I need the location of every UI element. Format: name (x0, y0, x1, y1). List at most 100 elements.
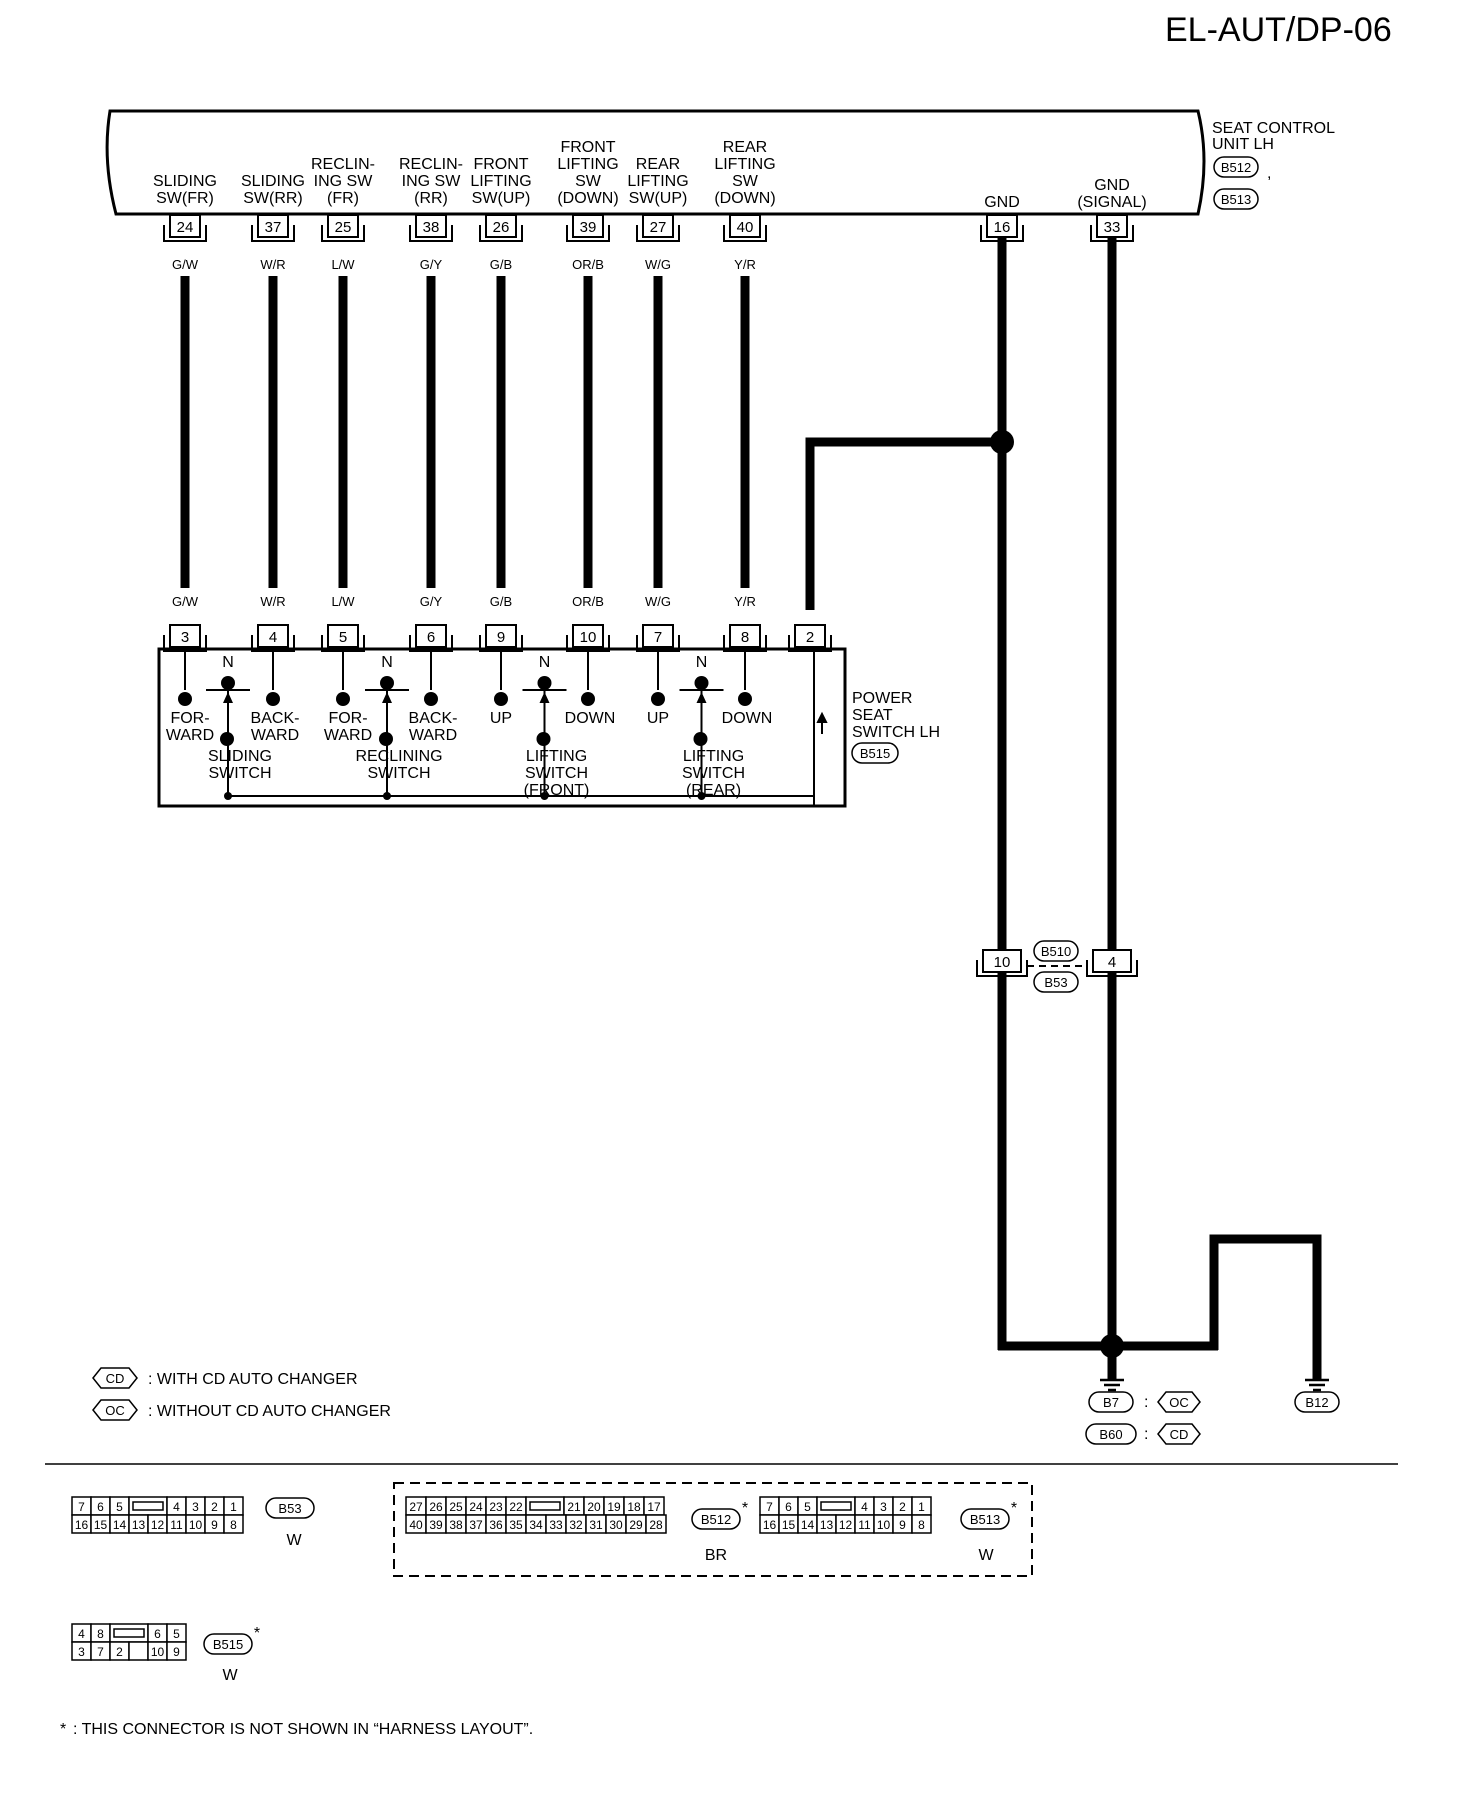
pivot-dot (537, 676, 552, 690)
terminal-column: RECLIN-ING SW(FR)25L/WL/W5 (311, 156, 375, 690)
wire-color-top: OR/B (572, 257, 604, 272)
option-hexagon (92, 1367, 138, 1389)
face-id: B53 (278, 1501, 301, 1516)
joint-pin-10: 10 (994, 954, 1011, 971)
cell-label: 3 (78, 1645, 85, 1659)
face-color: W (286, 1532, 302, 1549)
switch-pin: 6 (409, 624, 453, 652)
unit-pin: 37 (251, 214, 295, 242)
cell-label: 11 (858, 1518, 871, 1532)
terminal-label: SLIDING (241, 173, 305, 190)
switch-group-name: (REAR) (686, 782, 741, 799)
ground-b7-option: OC (1169, 1395, 1189, 1410)
direction-label: WARD (166, 727, 214, 744)
terminal-label: SW (732, 173, 759, 190)
switch-pin: 3 (163, 624, 207, 652)
cell-label: 30 (609, 1518, 623, 1532)
wire-color-bottom: OR/B (572, 594, 604, 609)
switch-name-line2: SEAT (852, 707, 893, 724)
cell-label: 5 (173, 1627, 180, 1641)
switch-pin: 8 (723, 624, 767, 652)
cell-label: 11 (170, 1518, 183, 1532)
key-slot (529, 1501, 561, 1511)
cell-label: 36 (489, 1518, 503, 1532)
cell-label: 2 (211, 1500, 218, 1514)
wire-color-top: Y/R (734, 257, 756, 272)
cell-label: 12 (151, 1518, 165, 1532)
cell-label: 26 (429, 1500, 443, 1514)
pin-number: 27 (650, 219, 667, 236)
switch-group-name: LIFTING (683, 748, 744, 765)
ground-b60-option: CD (1170, 1427, 1189, 1442)
switch-name-line1: POWER (852, 690, 912, 707)
terminal-label: (DOWN) (557, 190, 618, 207)
cell-label: 20 (587, 1500, 601, 1514)
terminal-label: SW(UP) (629, 190, 688, 207)
cell-label: 35 (509, 1518, 523, 1532)
wire-color-bottom: W/R (260, 594, 285, 609)
pin-number: 16 (994, 219, 1011, 236)
switch-group-name: (FRONT) (524, 782, 590, 799)
cell-label: 1 (230, 1500, 237, 1514)
terminal-label: RECLIN- (311, 156, 375, 173)
cell-label: 28 (649, 1518, 663, 1532)
terminal-label: LIFTING (470, 173, 531, 190)
terminal-label: SW(UP) (472, 190, 531, 207)
contact-dot (651, 692, 665, 706)
ground-b60: B60 (1099, 1427, 1122, 1442)
switch-group-name: SWITCH (367, 765, 430, 782)
cell-label: 19 (607, 1500, 621, 1514)
pin-number: 6 (427, 629, 435, 646)
pin-number: 40 (737, 219, 754, 236)
pin-number: 2 (806, 629, 814, 646)
ground-terminal-column: GND(SIGNAL)33B (1077, 177, 1146, 272)
unit-pin: 38 (409, 214, 453, 242)
cell-label: 13 (820, 1518, 834, 1532)
cell-label: 1 (918, 1500, 925, 1514)
cell-label: 6 (785, 1500, 792, 1514)
ground-wiring (805, 238, 1322, 1380)
cell-label: 5 (116, 1500, 123, 1514)
cell-label: 15 (94, 1518, 108, 1532)
pin-number: 5 (339, 629, 347, 646)
cell-label: 38 (449, 1518, 463, 1532)
footnote: * : THIS CONNECTOR IS NOT SHOWN IN “HARN… (60, 1721, 533, 1738)
seat-control-unit: SEAT CONTROL UNIT LH B512 , B513 (105, 109, 1335, 216)
footnote-symbol: * (60, 1721, 66, 1738)
legend: CD : WITH CD AUTO CHANGER OC : WITHOUT C… (92, 1367, 391, 1421)
terminal-label: SW(RR) (243, 190, 303, 207)
switch-pin: 4 (251, 624, 295, 652)
terminal-label: SW (575, 173, 602, 190)
cell-label: 15 (782, 1518, 796, 1532)
cell-label: 9 (899, 1518, 906, 1532)
footnote-text: : THIS CONNECTOR IS NOT SHOWN IN “HARNES… (73, 1721, 533, 1738)
ground-id-pill (1085, 1423, 1137, 1445)
cell-label: 16 (75, 1518, 89, 1532)
option-hexagon (92, 1399, 138, 1421)
terminal-label: SW(FR) (156, 190, 214, 207)
legend-text-cd: : WITH CD AUTO CHANGER (148, 1371, 358, 1388)
cell-label: 10 (189, 1518, 203, 1532)
direction-label: WARD (251, 727, 299, 744)
joint-connector: 10 4 B510 B53 (976, 940, 1138, 993)
pivot-dot (380, 676, 394, 690)
face-id-pill (960, 1508, 1010, 1530)
cell-label: 7 (766, 1500, 773, 1514)
terminal-label: SLIDING (153, 173, 217, 190)
face-id: B512 (701, 1512, 731, 1527)
ground-colon: : (1144, 1394, 1148, 1411)
asterisk: * (742, 1500, 748, 1517)
cell-label: 7 (78, 1500, 85, 1514)
wire-color-label: B (998, 1296, 1007, 1311)
direction-label: UP (647, 710, 669, 727)
face-color: W (978, 1547, 994, 1564)
unit-pin: 27 (636, 214, 680, 242)
cell-label: 6 (97, 1500, 104, 1514)
cell-label: 37 (469, 1518, 483, 1532)
terminal-label: REAR (723, 139, 767, 156)
